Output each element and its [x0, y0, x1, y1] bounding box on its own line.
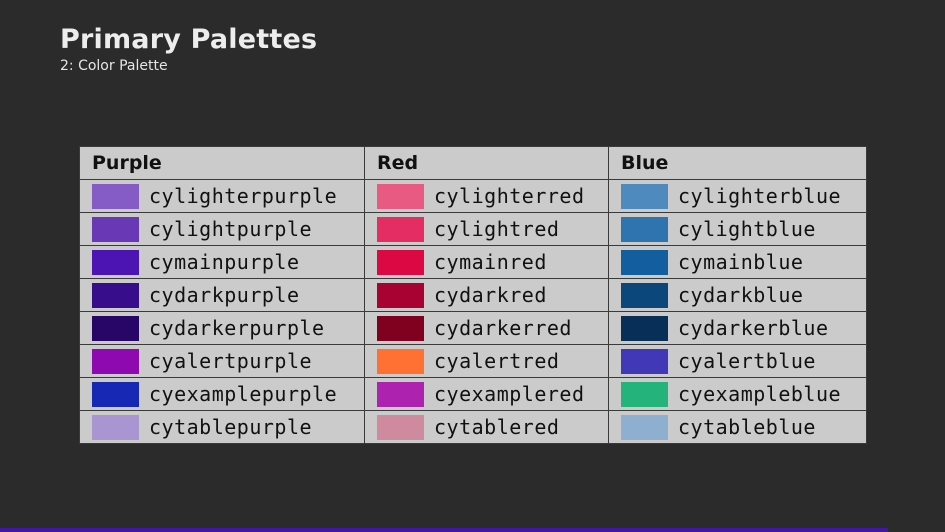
color-swatch	[92, 282, 139, 308]
column-header-red: Red	[364, 146, 609, 180]
palette-cell-red: cymainred	[364, 245, 609, 279]
table-row: cydarkpurple cydarkred cydarkblue	[79, 278, 867, 312]
color-swatch	[377, 348, 424, 374]
palette-table-body: cylighterpurple cylighterred cylighterblue…	[79, 179, 867, 444]
palette-cell-purple: cyalertpurple	[79, 344, 365, 378]
color-swatch	[621, 216, 668, 242]
color-name: cytableblue	[678, 415, 816, 439]
palette-cell-blue: cytableblue	[608, 410, 867, 444]
color-swatch	[92, 315, 139, 341]
slide-subtitle: 2: Color Palette	[60, 58, 168, 74]
color-swatch	[621, 381, 668, 407]
palette-cell-blue: cydarkerblue	[608, 311, 867, 345]
color-name: cyalertpurple	[149, 349, 313, 373]
palette-cell-red: cylightred	[364, 212, 609, 246]
color-name: cydarkerpurple	[149, 316, 325, 340]
palette-cell-purple: cylighterpurple	[79, 179, 365, 213]
color-swatch	[92, 348, 139, 374]
palette-cell-red: cytablered	[364, 410, 609, 444]
color-name: cylighterpurple	[149, 184, 338, 208]
color-name: cyalertblue	[678, 349, 816, 373]
palette-cell-red: cydarkred	[364, 278, 609, 312]
table-row: cydarkerpurple cydarkerred cydarkerblue	[79, 311, 867, 345]
color-name: cyexamplered	[434, 382, 585, 406]
color-swatch	[92, 183, 139, 209]
palette-cell-purple: cylightpurple	[79, 212, 365, 246]
color-swatch	[377, 414, 424, 440]
color-name: cydarkblue	[678, 283, 804, 307]
column-header-purple: Purple	[79, 146, 365, 180]
palette-cell-blue: cylightblue	[608, 212, 867, 246]
color-swatch	[377, 282, 424, 308]
palette-cell-red: cydarkerred	[364, 311, 609, 345]
color-swatch	[377, 315, 424, 341]
color-swatch	[92, 249, 139, 275]
color-swatch	[621, 282, 668, 308]
color-swatch	[621, 348, 668, 374]
color-swatch	[377, 216, 424, 242]
palette-cell-blue: cydarkblue	[608, 278, 867, 312]
color-swatch	[92, 414, 139, 440]
color-name: cylighterred	[434, 184, 585, 208]
color-name: cymainpurple	[149, 250, 300, 274]
color-swatch	[92, 216, 139, 242]
color-swatch	[621, 315, 668, 341]
table-row: cylighterpurple cylighterred cylighterblue	[79, 179, 867, 213]
table-header-row: Purple Red Blue	[79, 146, 867, 180]
palette-cell-red: cylighterred	[364, 179, 609, 213]
color-name: cyalertred	[434, 349, 560, 373]
color-name: cytablered	[434, 415, 560, 439]
palette-cell-purple: cytablepurple	[79, 410, 365, 444]
color-swatch	[621, 249, 668, 275]
table-row: cyalertpurple cyalertred cyalertblue	[79, 344, 867, 378]
column-header-blue: Blue	[608, 146, 867, 180]
color-swatch	[621, 183, 668, 209]
table-row: cymainpurple cymainred cymainblue	[79, 245, 867, 279]
table-row: cyexamplepurple cyexamplered cyexampleblue	[79, 377, 867, 411]
palette-cell-blue: cymainblue	[608, 245, 867, 279]
color-swatch	[377, 183, 424, 209]
table-row: cytablepurple cytablered cytableblue	[79, 410, 867, 444]
palette-cell-blue: cyalertblue	[608, 344, 867, 378]
palette-cell-purple: cymainpurple	[79, 245, 365, 279]
palette-cell-blue: cyexampleblue	[608, 377, 867, 411]
color-name: cylightblue	[678, 217, 816, 241]
palette-cell-purple: cyexamplepurple	[79, 377, 365, 411]
color-swatch	[92, 381, 139, 407]
slide-title: Primary Palettes	[60, 24, 318, 55]
color-name: cydarkerblue	[678, 316, 829, 340]
palette-cell-red: cyexamplered	[364, 377, 609, 411]
color-name: cyexamplepurple	[149, 382, 338, 406]
color-name: cytablepurple	[149, 415, 313, 439]
color-swatch	[377, 381, 424, 407]
palette-cell-purple: cydarkerpurple	[79, 311, 365, 345]
palette-cell-blue: cylighterblue	[608, 179, 867, 213]
palette-cell-red: cyalertred	[364, 344, 609, 378]
color-name: cydarkerred	[434, 316, 572, 340]
color-name: cylightpurple	[149, 217, 313, 241]
accent-bar	[0, 528, 888, 532]
palette-cell-purple: cydarkpurple	[79, 278, 365, 312]
color-name: cydarkred	[434, 283, 547, 307]
color-swatch	[621, 414, 668, 440]
color-swatch	[377, 249, 424, 275]
color-name: cymainblue	[678, 250, 804, 274]
color-name: cyexampleblue	[678, 382, 842, 406]
color-name: cylightred	[434, 217, 560, 241]
table-row: cylightpurple cylightred cylightblue	[79, 212, 867, 246]
color-name: cylighterblue	[678, 184, 842, 208]
color-name: cymainred	[434, 250, 547, 274]
color-name: cydarkpurple	[149, 283, 300, 307]
